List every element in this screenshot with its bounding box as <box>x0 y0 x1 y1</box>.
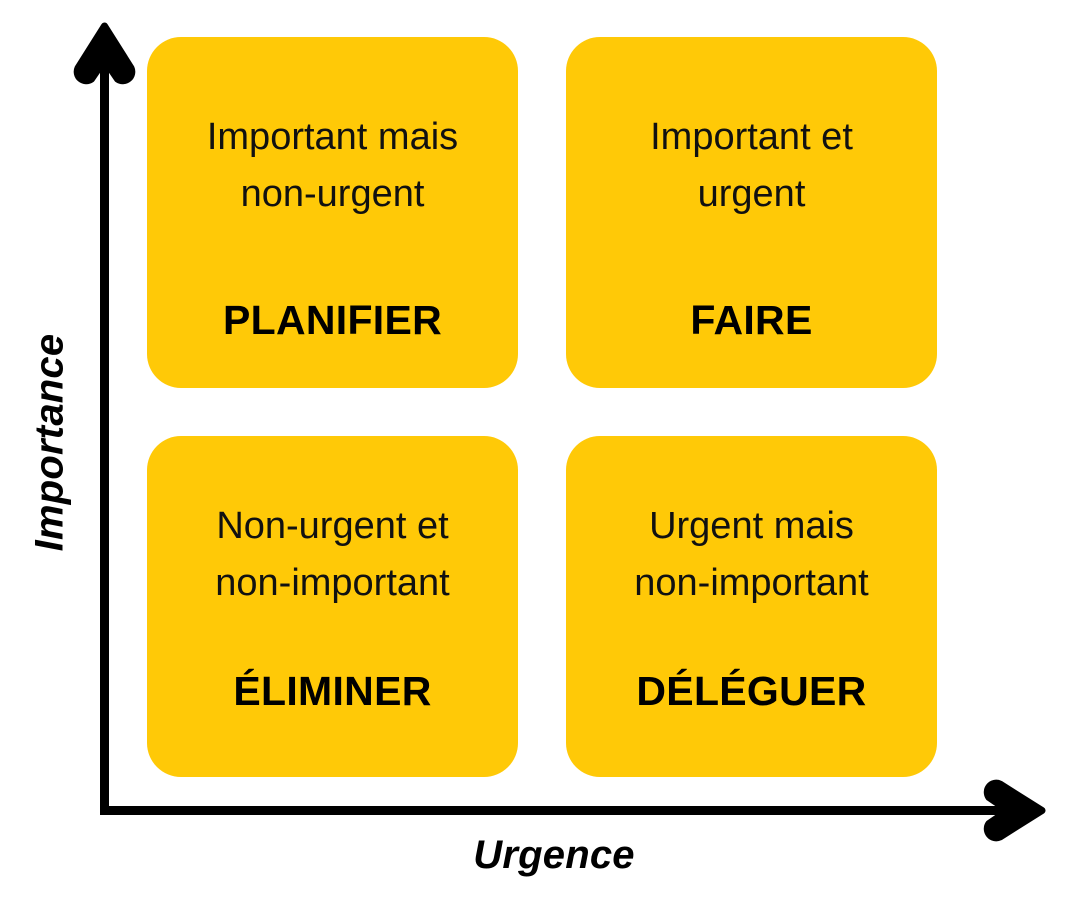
y-axis-arrowhead-icon <box>73 22 136 85</box>
quadrant-description: Important mais non-urgent <box>206 116 459 215</box>
y-axis-label: Importance <box>27 333 72 552</box>
x-axis-line <box>100 806 1008 815</box>
x-axis-arrowhead-icon <box>983 779 1046 842</box>
x-axis-label: Urgence <box>473 833 635 877</box>
quadrant-grid: Important mais non-urgent PLANIFIER Impo… <box>147 37 940 777</box>
quadrant-do[interactable]: Important et urgent FAIRE <box>566 37 937 388</box>
quadrant-description: Important et urgent <box>650 116 853 215</box>
quadrant-description: Non-urgent et non-important <box>215 505 450 604</box>
y-axis-line <box>100 60 109 815</box>
quadrant-description: Urgent mais non-important <box>634 505 869 604</box>
quadrant-delegate[interactable]: Urgent mais non-important DÉLÉGUER <box>566 436 937 777</box>
quadrant-plan[interactable]: Important mais non-urgent PLANIFIER <box>147 37 518 388</box>
quadrant-action-label: DÉLÉGUER <box>636 668 867 714</box>
quadrant-eliminate[interactable]: Non-urgent et non-important ÉLIMINER <box>147 436 518 777</box>
quadrant-action-label: ÉLIMINER <box>233 668 432 714</box>
quadrant-action-label: PLANIFIER <box>222 297 443 343</box>
quadrant-action-label: FAIRE <box>690 297 813 343</box>
